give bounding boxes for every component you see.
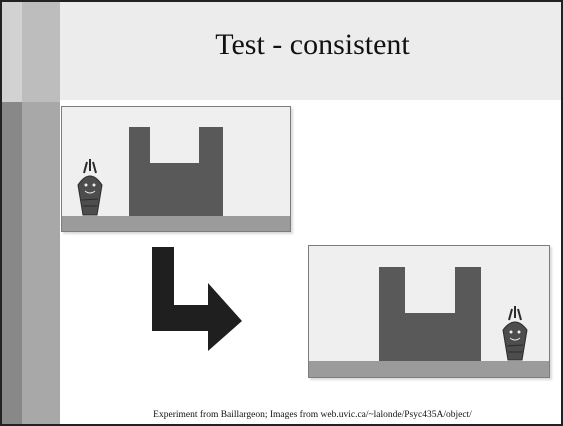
ground-strip xyxy=(62,216,290,231)
carrot-icon xyxy=(77,159,103,216)
sidebar-top-inner-strip xyxy=(22,2,60,102)
screen-occluder xyxy=(129,127,223,216)
title-band xyxy=(60,2,561,102)
l-shaped-arrow-icon xyxy=(150,245,250,355)
source-footnote: Experiment from Baillargeon; Images from… xyxy=(153,410,472,420)
sidebar-bottom-strip xyxy=(2,102,22,424)
scene-carrot-right xyxy=(308,245,550,378)
slide-title: Test - consistent xyxy=(215,28,410,61)
scene-2-drawing xyxy=(309,267,549,377)
carrot-icon xyxy=(502,306,528,361)
scene-carrot-left xyxy=(61,106,291,232)
screen-occluder xyxy=(379,267,481,361)
sidebar-top-strip xyxy=(2,2,22,102)
scene-1-drawing xyxy=(62,127,290,231)
ground-strip xyxy=(309,361,549,377)
sidebar-bottom-inner-strip xyxy=(22,102,60,424)
